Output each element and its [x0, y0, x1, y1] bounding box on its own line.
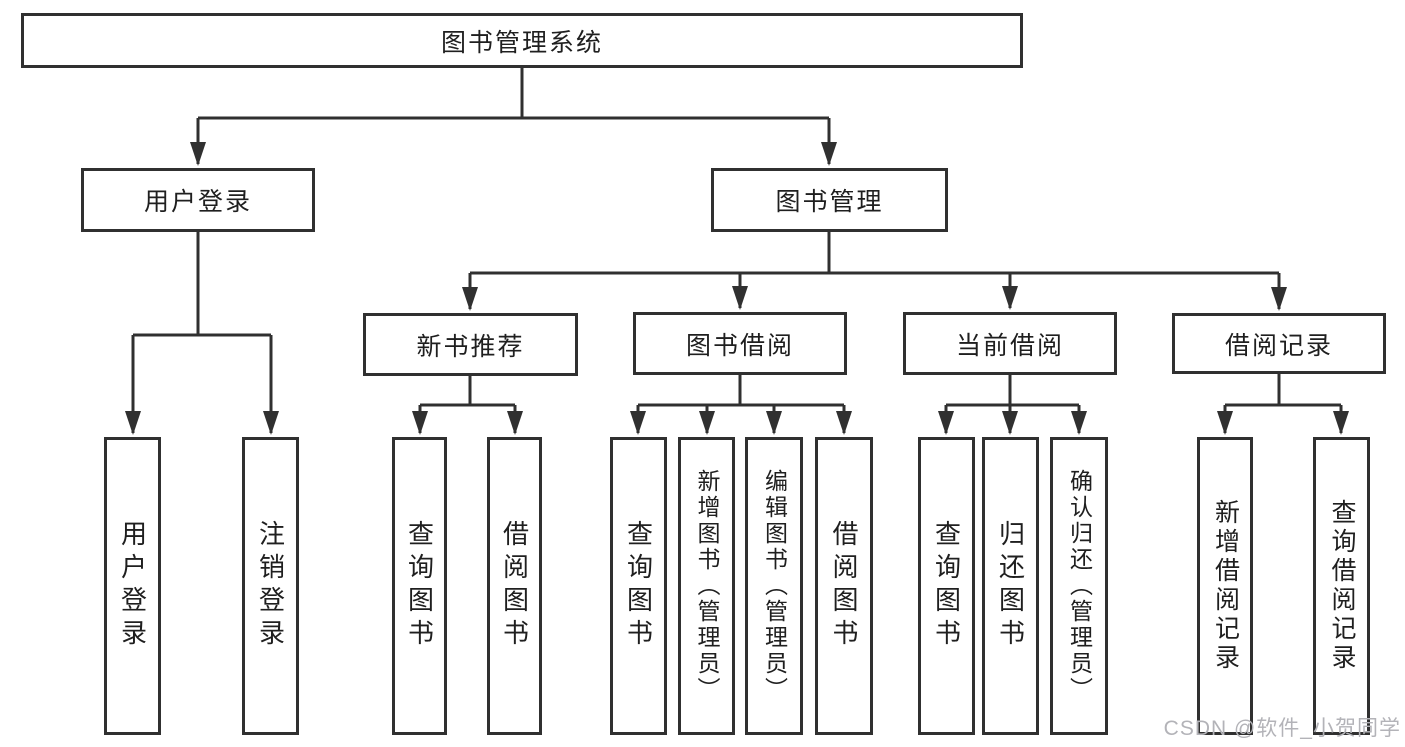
node-label: 用户登录 [143, 188, 252, 216]
node-label: 图书管理系统 [440, 28, 603, 57]
node-label: 新书推荐 [416, 332, 525, 361]
node-book-borrowing: 图书借阅 [633, 312, 847, 375]
leaf-label: 查询图书 [404, 520, 435, 652]
leaf-label: 新增图书（管理员） [694, 469, 720, 703]
node-label: 借阅记录 [1224, 331, 1333, 360]
leaf-label: 用户登录 [117, 520, 148, 652]
leaf-query-books-borrow: 查询图书 [610, 437, 667, 735]
leaf-confirm-return-admin: 确认归还（管理员） [1050, 437, 1108, 735]
leaf-label: 借阅图书 [499, 520, 530, 652]
node-book-management: 图书管理 [711, 168, 948, 232]
node-borrowing-records: 借阅记录 [1172, 313, 1386, 374]
leaf-query-books-current: 查询图书 [918, 437, 975, 735]
node-current-borrowing: 当前借阅 [903, 312, 1117, 375]
leaf-borrow-books-recommend: 借阅图书 [487, 437, 542, 735]
leaf-add-borrow-record: 新增借阅记录 [1197, 437, 1253, 735]
leaf-query-borrow-record: 查询借阅记录 [1313, 437, 1370, 735]
leaf-label: 查询图书 [931, 520, 962, 652]
leaf-logout: 注销登录 [242, 437, 299, 735]
node-label: 图书管理 [775, 188, 884, 216]
csdn-watermark: CSDN @软件_小贺同学 [1163, 717, 1401, 740]
leaf-query-books-recommend: 查询图书 [392, 437, 447, 735]
leaf-add-books-admin: 新增图书（管理员） [678, 437, 735, 735]
leaf-label: 归还图书 [995, 520, 1026, 652]
leaf-user-login: 用户登录 [104, 437, 161, 735]
leaf-label: 编辑图书（管理员） [761, 469, 788, 703]
node-new-book-recommendation: 新书推荐 [363, 313, 578, 376]
leaf-label: 借阅图书 [829, 520, 859, 652]
node-library-management-system: 图书管理系统 [21, 13, 1023, 68]
node-user-login: 用户登录 [81, 168, 315, 232]
leaf-return-books: 归还图书 [982, 437, 1039, 735]
leaf-label: 注销登录 [255, 520, 286, 652]
leaf-label: 确认归还（管理员） [1066, 469, 1093, 703]
node-label: 当前借阅 [955, 331, 1064, 360]
leaf-borrow-books: 借阅图书 [815, 437, 873, 735]
leaf-edit-books-admin: 编辑图书（管理员） [745, 437, 803, 735]
leaf-label: 新增借阅记录 [1211, 499, 1240, 673]
leaf-label: 查询图书 [623, 520, 654, 652]
node-label: 图书借阅 [685, 331, 794, 360]
leaf-label: 查询借阅记录 [1328, 499, 1356, 673]
